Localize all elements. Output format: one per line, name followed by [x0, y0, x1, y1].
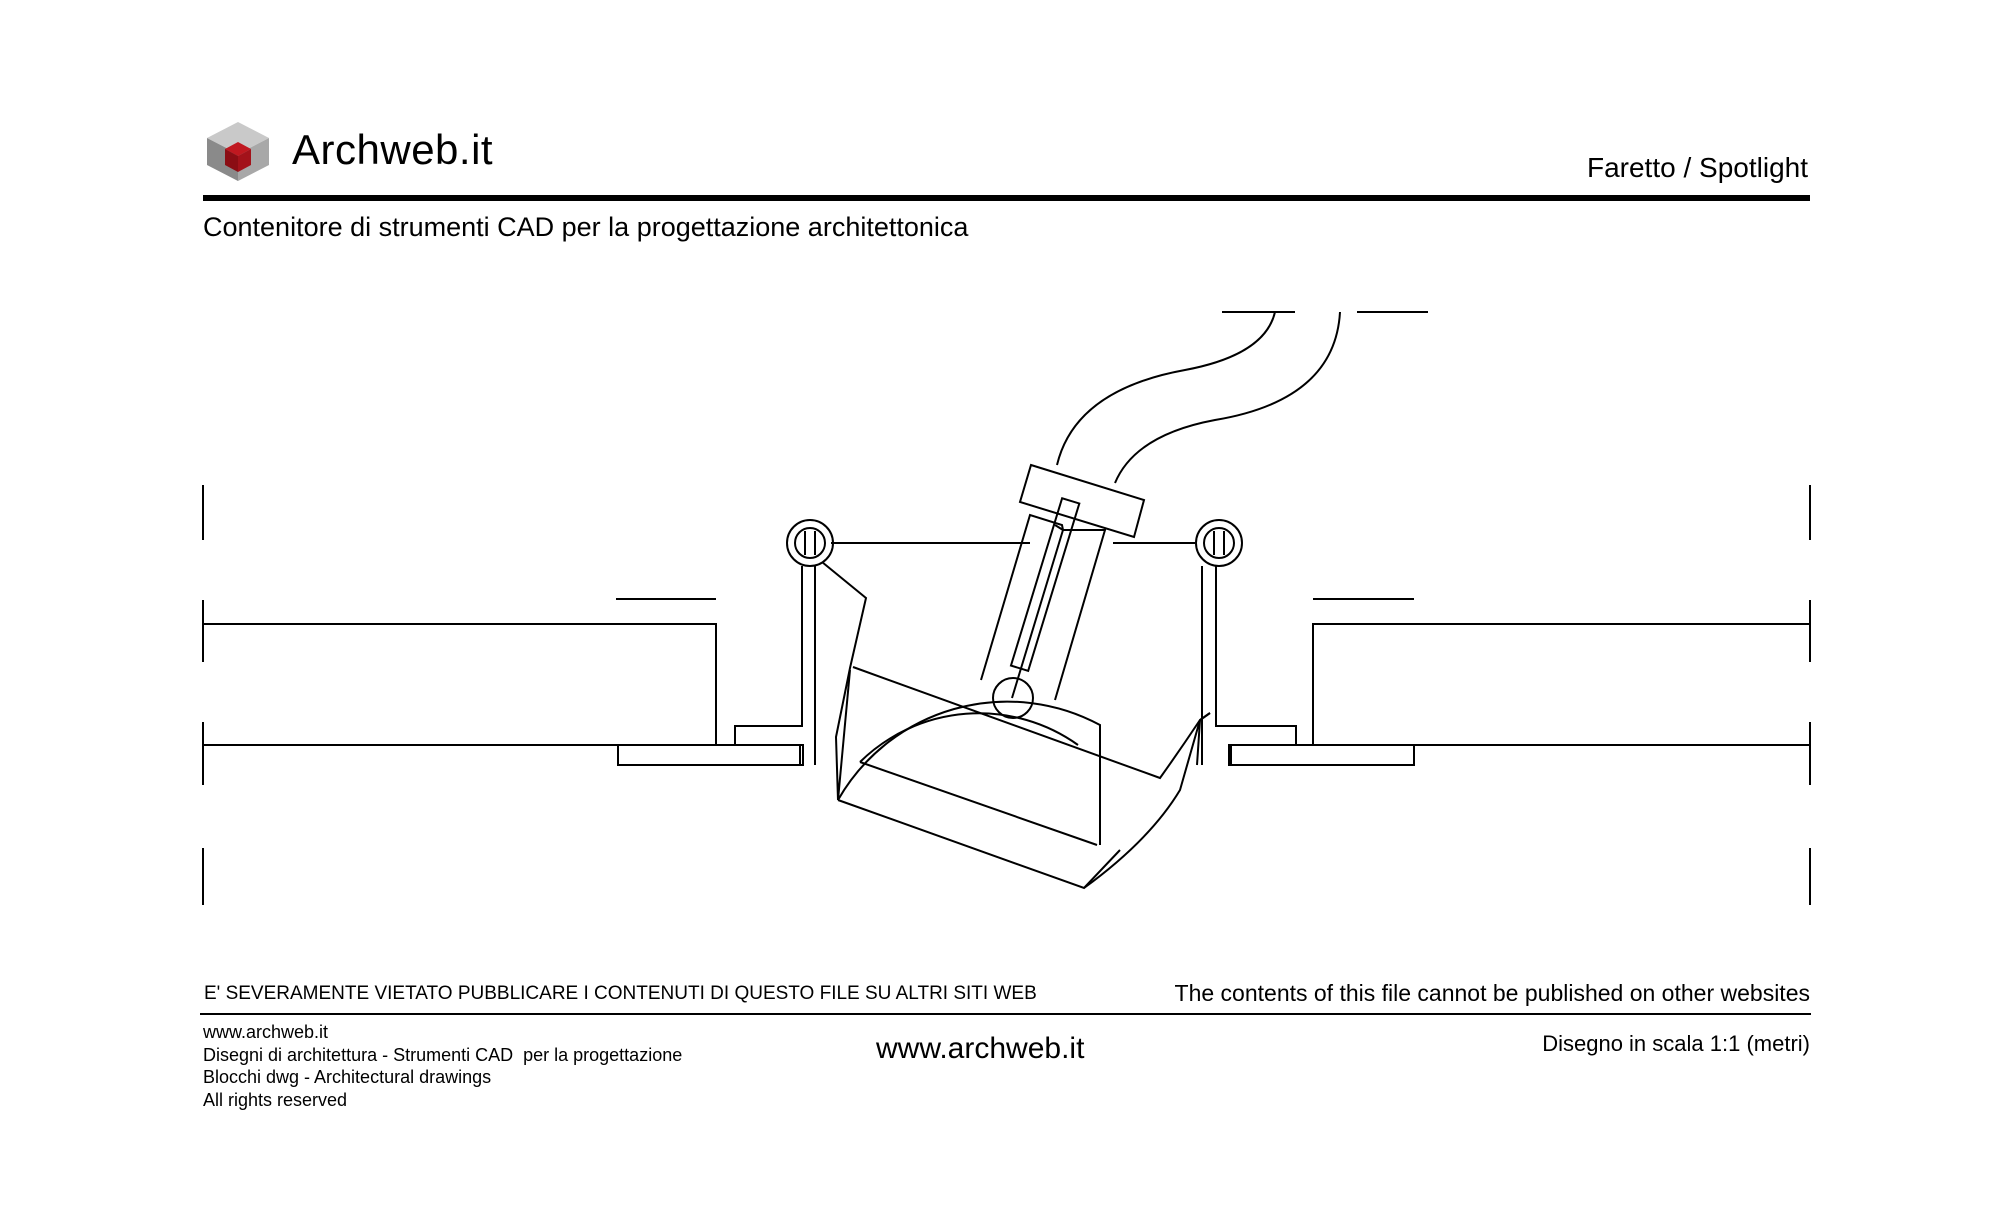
header-rule	[203, 195, 1810, 201]
fixture-housing	[734, 519, 1297, 765]
brand-name: Archweb.it	[292, 126, 494, 173]
page-subtitle: Contenitore di strumenti CAD per la prog…	[203, 212, 969, 242]
scale-note: Disegno in scala 1:1 (metri)	[1542, 1031, 1810, 1056]
flexible-conduit	[1056, 311, 1428, 484]
left-ceiling-panel	[203, 598, 804, 766]
right-ceiling-panel	[1228, 598, 1810, 766]
drawing-title: Faretto / Spotlight	[1586, 152, 1808, 183]
footer-website-link[interactable]: www.archweb.it	[876, 1032, 1085, 1065]
footer-rule	[200, 1013, 1811, 1015]
footer-line-website: www.archweb.it	[203, 1022, 329, 1042]
archweb-logo-icon	[207, 122, 269, 181]
footer-info: www.archweb.it Disegni di architettura -…	[203, 1021, 682, 1111]
spotlight-arm	[980, 463, 1146, 701]
pivot-joint	[992, 677, 1034, 719]
footer-line-rights: All rights reserved	[203, 1089, 348, 1110]
footer-line-drawings: Disegni di architettura - Strumenti CAD …	[203, 1044, 683, 1065]
spotlight-reflector	[821, 561, 1211, 890]
footer-line-blocks: Blocchi dwg - Architectural drawings	[203, 1067, 492, 1087]
ceiling-boundary-marks	[202, 485, 1811, 905]
copyright-notice-italian: E' SEVERAMENTE VIETATO PUBBLICARE I CONT…	[204, 983, 1037, 1004]
copyright-notice-english: The contents of this file cannot be publ…	[1174, 980, 1810, 1006]
